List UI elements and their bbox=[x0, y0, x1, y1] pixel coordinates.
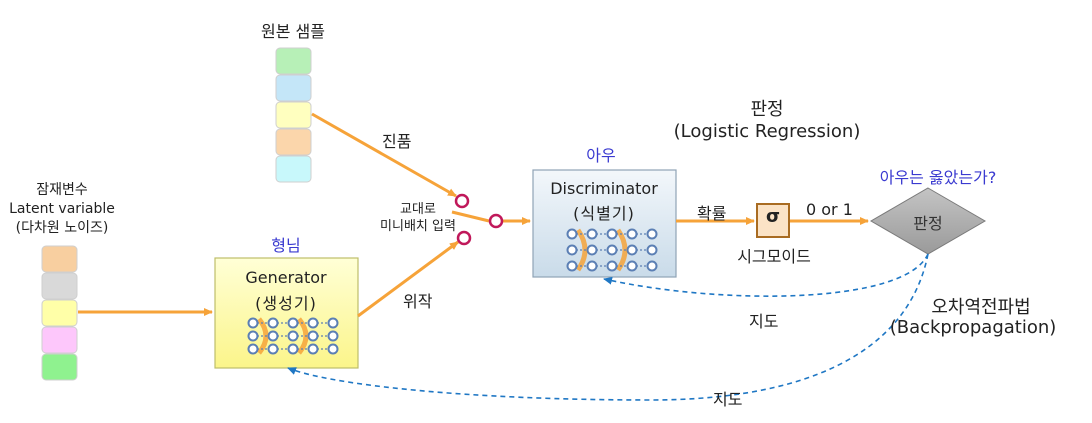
network-node bbox=[287, 343, 299, 355]
switch-label-line2: 미니배치 입력 bbox=[380, 219, 456, 234]
latent-label-line1: 잠재변수 bbox=[36, 182, 88, 198]
judgement-header-line2: (Logistic Regression) bbox=[673, 121, 861, 142]
backprop-line2: (Backpropagation) bbox=[889, 317, 1057, 338]
network-node bbox=[566, 244, 578, 256]
discriminator-subtitle: (식별기) bbox=[573, 204, 635, 223]
sample-cell bbox=[275, 128, 312, 156]
supervise-label-generator: 지도 bbox=[713, 390, 743, 409]
switch-lever bbox=[451, 210, 490, 223]
backprop-line1: 오차역전파법 bbox=[931, 297, 1031, 318]
network-node bbox=[646, 228, 658, 240]
latent-cell bbox=[41, 272, 78, 300]
judgement-header-line1: 판정 bbox=[750, 99, 784, 120]
network-node bbox=[327, 317, 339, 329]
network-node bbox=[267, 343, 279, 355]
sigmoid-symbol: σ bbox=[765, 206, 781, 227]
network-node bbox=[626, 228, 638, 240]
discriminator-box bbox=[532, 169, 677, 278]
edge-label-probability: 확률 bbox=[697, 204, 727, 223]
switch-contact-real bbox=[454, 193, 470, 209]
dashed-arrow-to-discriminator bbox=[603, 253, 929, 297]
edge-label-real: 진품 bbox=[382, 132, 412, 151]
network-node bbox=[307, 330, 319, 342]
network-node bbox=[267, 330, 279, 342]
original-sample-stack bbox=[275, 47, 312, 183]
latent-variable-label: 잠재변수 Latent variable (다차원 노이즈) bbox=[9, 181, 115, 238]
dashed-arrow-to-generator bbox=[287, 253, 929, 401]
arrow-real bbox=[311, 112, 457, 198]
network-node bbox=[586, 260, 598, 272]
generator-network-icon bbox=[247, 317, 339, 355]
generator-subtitle: (생성기) bbox=[255, 294, 317, 313]
sigmoid-label: 시그모이드 bbox=[737, 247, 811, 266]
generator-title: Generator bbox=[245, 268, 327, 287]
network-node bbox=[586, 244, 598, 256]
network-node bbox=[327, 330, 339, 342]
latent-label-line3: (다차원 노이즈) bbox=[15, 220, 109, 236]
sample-cell bbox=[275, 74, 312, 102]
edge-label-output: 0 or 1 bbox=[806, 200, 853, 219]
network-node bbox=[626, 244, 638, 256]
latent-cell bbox=[41, 299, 78, 327]
network-node bbox=[606, 228, 618, 240]
network-node bbox=[247, 317, 259, 329]
network-node bbox=[287, 330, 299, 342]
edge-label-fake: 위작 bbox=[403, 292, 433, 311]
network-node bbox=[307, 343, 319, 355]
supervise-label-discriminator: 지도 bbox=[749, 312, 779, 331]
discriminator-caption: 아우 bbox=[586, 146, 616, 165]
network-node bbox=[267, 317, 279, 329]
network-node bbox=[287, 317, 299, 329]
generator-caption: 형님 bbox=[271, 236, 301, 255]
arrow-fake bbox=[357, 240, 459, 318]
sample-cell bbox=[275, 101, 312, 129]
latent-stack bbox=[41, 245, 78, 381]
discriminator-title: Discriminator bbox=[550, 179, 658, 198]
original-sample-label: 원본 샘플 bbox=[261, 22, 325, 41]
network-node bbox=[586, 228, 598, 240]
network-node bbox=[566, 260, 578, 272]
network-node bbox=[606, 244, 618, 256]
network-node bbox=[247, 343, 259, 355]
network-node bbox=[327, 343, 339, 355]
switch-pivot bbox=[488, 213, 504, 229]
judgement-question: 아우는 옳았는가? bbox=[879, 168, 997, 187]
discriminator-network-icon bbox=[566, 228, 658, 272]
latent-cell bbox=[41, 326, 78, 354]
switch-label-line1: 교대로 bbox=[400, 202, 436, 217]
network-node bbox=[626, 260, 638, 272]
sample-cell bbox=[275, 47, 312, 75]
latent-cell bbox=[41, 353, 78, 381]
sample-cell bbox=[275, 155, 312, 183]
network-node bbox=[646, 260, 658, 272]
network-node bbox=[307, 317, 319, 329]
sigmoid-box bbox=[756, 203, 790, 238]
network-node bbox=[606, 260, 618, 272]
network-node bbox=[646, 244, 658, 256]
network-node bbox=[566, 228, 578, 240]
switch-label: 교대로 미니배치 입력 bbox=[380, 201, 456, 235]
switch-contact-fake bbox=[456, 230, 472, 246]
network-node bbox=[247, 330, 259, 342]
latent-cell bbox=[41, 245, 78, 273]
judgement-diamond-text: 판정 bbox=[913, 214, 943, 233]
latent-label-line2: Latent variable bbox=[9, 201, 115, 217]
